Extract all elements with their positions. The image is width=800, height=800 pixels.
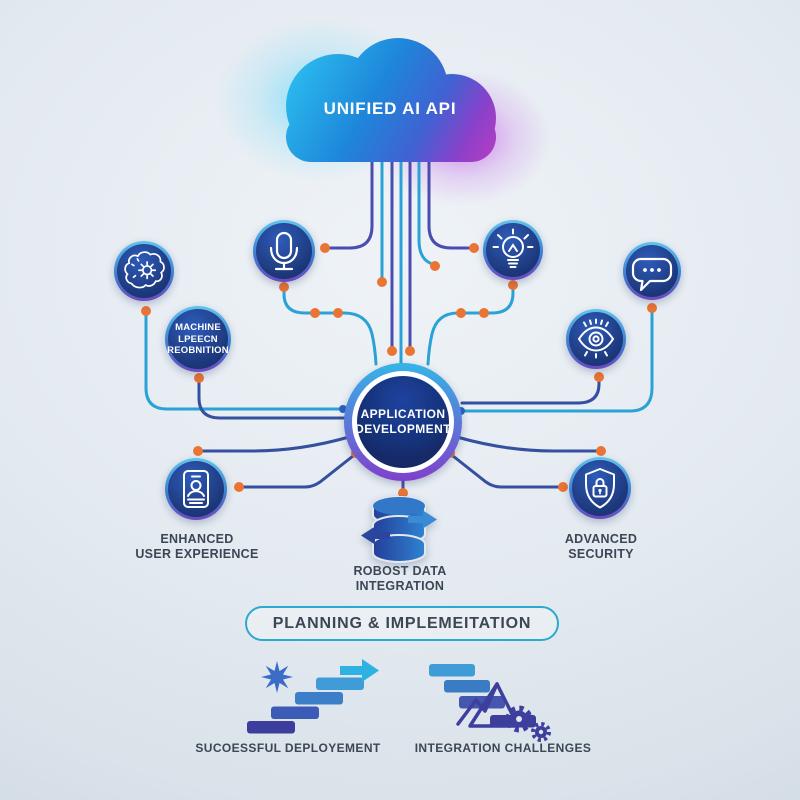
- node-microphone: [253, 220, 315, 282]
- hub-port-left: [339, 405, 347, 413]
- label-enhanced-user-experience: ENHANCED USER EXPERIENCE: [135, 532, 259, 561]
- node-security: [569, 457, 631, 519]
- speech-label-line1: MACHINE: [175, 322, 221, 333]
- line-eye-to-hub: [460, 375, 601, 405]
- challenges-steps-graphic: [429, 664, 551, 742]
- line-cloud-to-bulb: [427, 160, 471, 250]
- mountain-zigzag-icon: [456, 682, 520, 728]
- hub-label-line1: APPLICATION: [360, 407, 446, 421]
- label-robust-data-integration: ROBOST DATA INTEGRATION: [353, 564, 447, 593]
- line-speech-to-hub: [197, 376, 348, 420]
- node-user-experience: [165, 458, 227, 520]
- connector-lines: [144, 160, 654, 491]
- line-hub-to-shield-side: [451, 454, 560, 489]
- chat-dots-icon: [631, 257, 673, 292]
- planning-pill-label: PLANNING & IMPLEMEITATION: [272, 614, 532, 632]
- speech-label-line2: LPEECN: [178, 333, 218, 345]
- application-development-hub: [344, 363, 462, 481]
- line-cloud-stub-2: [417, 160, 432, 265]
- hub-label: APPLICATION DEVELOPMENT: [343, 407, 463, 436]
- arrow-up-icon: [340, 659, 379, 682]
- eye-icon: [577, 318, 615, 359]
- planning-implementation-pill: PLANNING & IMPLEMEITATION: [245, 606, 559, 641]
- line-hub-to-shield-top: [455, 435, 599, 453]
- unified-api-cloud: [286, 38, 496, 162]
- cloud-title: UNIFIED AI API: [323, 99, 457, 118]
- hub-label-line2: DEVELOPMENT: [355, 421, 451, 436]
- connector-dots: [141, 243, 657, 498]
- line-chat-to-hub: [461, 306, 654, 413]
- database-sync-icon: [361, 496, 437, 563]
- brain-gear-icon: [124, 251, 165, 289]
- line-cloud-to-mic: [328, 160, 374, 250]
- sync-arrow-right: [408, 510, 437, 529]
- speech-label-line3: REOBNITION: [167, 345, 229, 356]
- line-hub-to-idcard-top: [201, 435, 351, 453]
- deployment-label: SUCOESSFUL DEPLOYEMENT: [195, 741, 381, 755]
- line-bulb-to-hub: [426, 283, 515, 366]
- id-card-icon: [183, 470, 209, 508]
- gears-icon: [505, 705, 551, 742]
- line-hub-to-idcard-side: [242, 454, 355, 489]
- microphone-icon: [269, 231, 299, 271]
- label-advanced-security: ADVANCED SECURITY: [564, 532, 638, 561]
- node-chat: [623, 242, 681, 300]
- speech-node-label: MACHINE LPEECN REOBNITION: [156, 322, 240, 357]
- node-lightbulb: [483, 220, 543, 280]
- line-brain-to-hub: [144, 309, 343, 411]
- shield-lock-icon: [585, 468, 615, 509]
- node-eye: [566, 309, 626, 369]
- star-burst-icon: [261, 661, 293, 693]
- node-speech-recognition: [165, 306, 231, 372]
- challenges-label: INTEGRATION CHALLENGES: [414, 741, 592, 755]
- deployment-steps-graphic: [247, 659, 379, 734]
- lightbulb-icon: [492, 228, 534, 268]
- sync-arrow-left: [361, 526, 390, 545]
- line-mic-to-hub: [282, 285, 378, 366]
- node-brain: [114, 241, 174, 301]
